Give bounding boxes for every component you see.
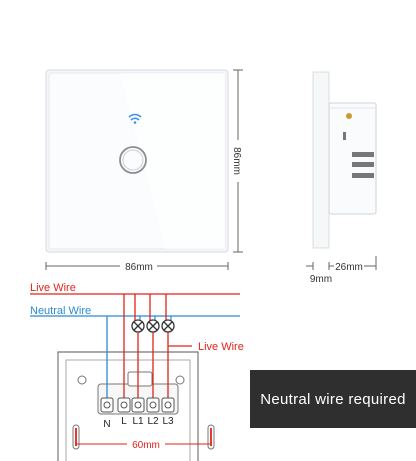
side-depth-label: 26mm <box>335 262 363 273</box>
terminal-label-n: N <box>103 419 110 430</box>
load-live-wire-label: Live Wire <box>198 341 244 353</box>
front-width-label: 86mm <box>125 262 153 273</box>
lamp-icon <box>146 319 160 333</box>
front-height-dimension <box>233 69 243 253</box>
live-wire-label: Live Wire <box>30 282 76 294</box>
terminal-block <box>100 397 175 413</box>
lamp-icon <box>161 319 175 333</box>
terminal-label-l2: L2 <box>147 416 159 427</box>
wifi-icon <box>128 113 142 124</box>
front-width-dimension <box>45 262 229 270</box>
terminal-label-l1: L1 <box>132 416 144 427</box>
front-height-label: 86mm <box>231 147 242 175</box>
side-dimensions <box>306 256 377 270</box>
front-panel <box>45 69 229 253</box>
glass-thickness-label: 9mm <box>310 274 332 285</box>
side-panel <box>312 71 377 249</box>
neutral-required-badge: Neutral wire required <box>250 370 416 428</box>
touch-button-icon <box>119 146 147 174</box>
mounting-slots <box>72 424 215 450</box>
terminal-label-l: L <box>121 416 127 427</box>
mount-spacing-label: 60mm <box>132 440 160 451</box>
terminal-label-l3: L3 <box>162 416 174 427</box>
lamp-icon <box>131 319 145 333</box>
neutral-wire-label: Neutral Wire <box>30 305 91 317</box>
